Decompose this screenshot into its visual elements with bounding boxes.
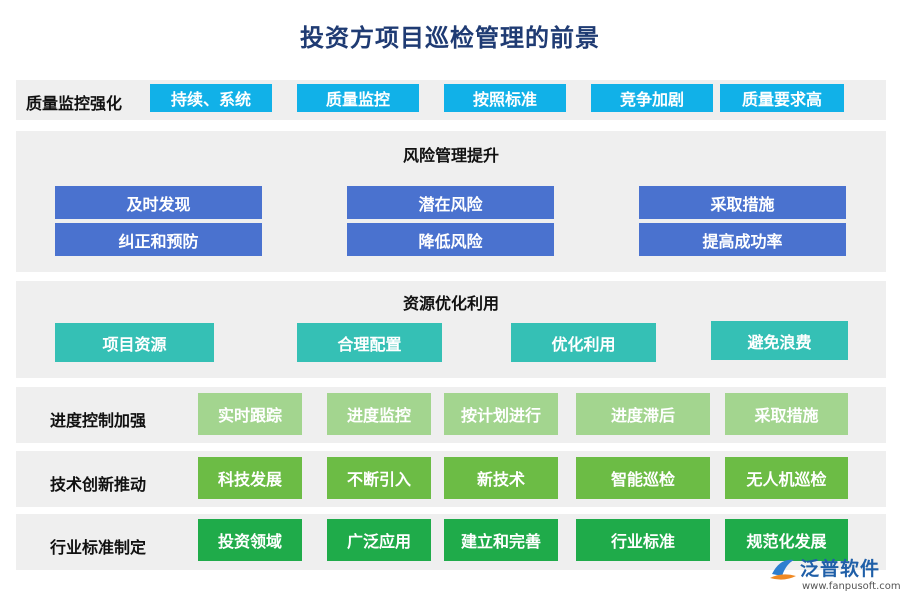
risk-box: 采取措施	[639, 186, 846, 219]
fanpu-logo-icon	[770, 559, 796, 580]
industry-box: 投资领域	[198, 519, 302, 561]
industry-label: 行业标准制定	[50, 538, 147, 557]
quality-box: 持续、系统	[150, 84, 272, 112]
quality-panel: 质量监控强化 持续、系统 质量监控 按照标准 竞争加剧 质量要求高	[16, 80, 886, 120]
tech-box: 科技发展	[198, 457, 302, 499]
page-title: 投资方项目巡检管理的前景	[300, 24, 600, 52]
industry-box: 行业标准	[576, 519, 710, 561]
tech-box: 新技术	[444, 457, 558, 499]
progress-box: 进度滞后	[576, 393, 710, 435]
risk-box: 及时发现	[55, 186, 262, 219]
logo-name: 泛普软件	[800, 558, 881, 580]
logo-url: www.fanpusoft.com	[802, 581, 900, 592]
risk-panel: 风险管理提升 及时发现 潜在风险 采取措施 纠正和预防 降低风险 提高成功率	[16, 131, 886, 272]
progress-panel: 进度控制加强 实时跟踪 进度监控 按计划进行 进度滞后 采取措施	[16, 387, 886, 443]
industry-panel: 行业标准制定 投资领域 广泛应用 建立和完善 行业标准 规范化发展	[16, 514, 886, 570]
progress-box: 进度监控	[327, 393, 431, 435]
progress-label: 进度控制加强	[50, 411, 147, 430]
resource-panel: 资源优化利用 项目资源 合理配置 优化利用 避免浪费	[16, 281, 886, 378]
risk-box: 提高成功率	[639, 223, 846, 256]
industry-box: 广泛应用	[327, 519, 431, 561]
risk-box: 潜在风险	[347, 186, 554, 219]
progress-box: 按计划进行	[444, 393, 558, 435]
tech-box: 智能巡检	[576, 457, 710, 499]
industry-box: 建立和完善	[444, 519, 558, 561]
risk-box: 纠正和预防	[55, 223, 262, 256]
resource-box: 合理配置	[297, 323, 442, 362]
risk-title: 风险管理提升	[402, 146, 499, 165]
industry-box: 规范化发展	[725, 519, 848, 561]
resource-box: 避免浪费	[711, 321, 848, 360]
quality-box: 质量要求高	[720, 84, 844, 112]
resource-box: 优化利用	[511, 323, 656, 362]
tech-panel: 技术创新推动 科技发展 不断引入 新技术 智能巡检 无人机巡检	[16, 451, 886, 507]
tech-box: 不断引入	[327, 457, 431, 499]
resource-title: 资源优化利用	[402, 294, 499, 313]
risk-box: 降低风险	[347, 223, 554, 256]
tech-label: 技术创新推动	[50, 475, 147, 494]
brand-logo: 泛普软件 www.fanpusoft.com	[768, 552, 900, 596]
resource-box: 项目资源	[55, 323, 214, 362]
quality-box: 按照标准	[444, 84, 566, 112]
tech-box: 无人机巡检	[725, 457, 848, 499]
quality-box: 竞争加剧	[591, 84, 713, 112]
progress-box: 采取措施	[725, 393, 848, 435]
progress-box: 实时跟踪	[198, 393, 302, 435]
quality-box: 质量监控	[297, 84, 419, 112]
quality-label: 质量监控强化	[26, 94, 123, 113]
